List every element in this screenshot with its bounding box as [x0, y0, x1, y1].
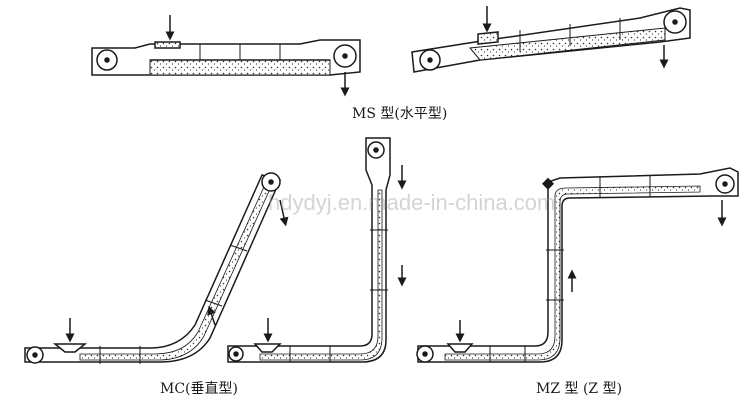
mz-z-conveyor	[416, 167, 739, 363]
mc-inclined-conveyor	[24, 172, 289, 364]
caption-ms: MS 型(水平型)	[352, 106, 448, 122]
caption-mc: MC(垂直型)	[160, 381, 238, 397]
ms-inclined-conveyor	[411, 6, 691, 73]
mc-vertical-conveyor	[227, 137, 407, 363]
caption-mz: MZ 型 (Z 型)	[536, 381, 623, 397]
watermark-text: hdydyj.en.made-in-china.com	[268, 190, 556, 215]
ms-horizontal-conveyor	[91, 15, 361, 97]
